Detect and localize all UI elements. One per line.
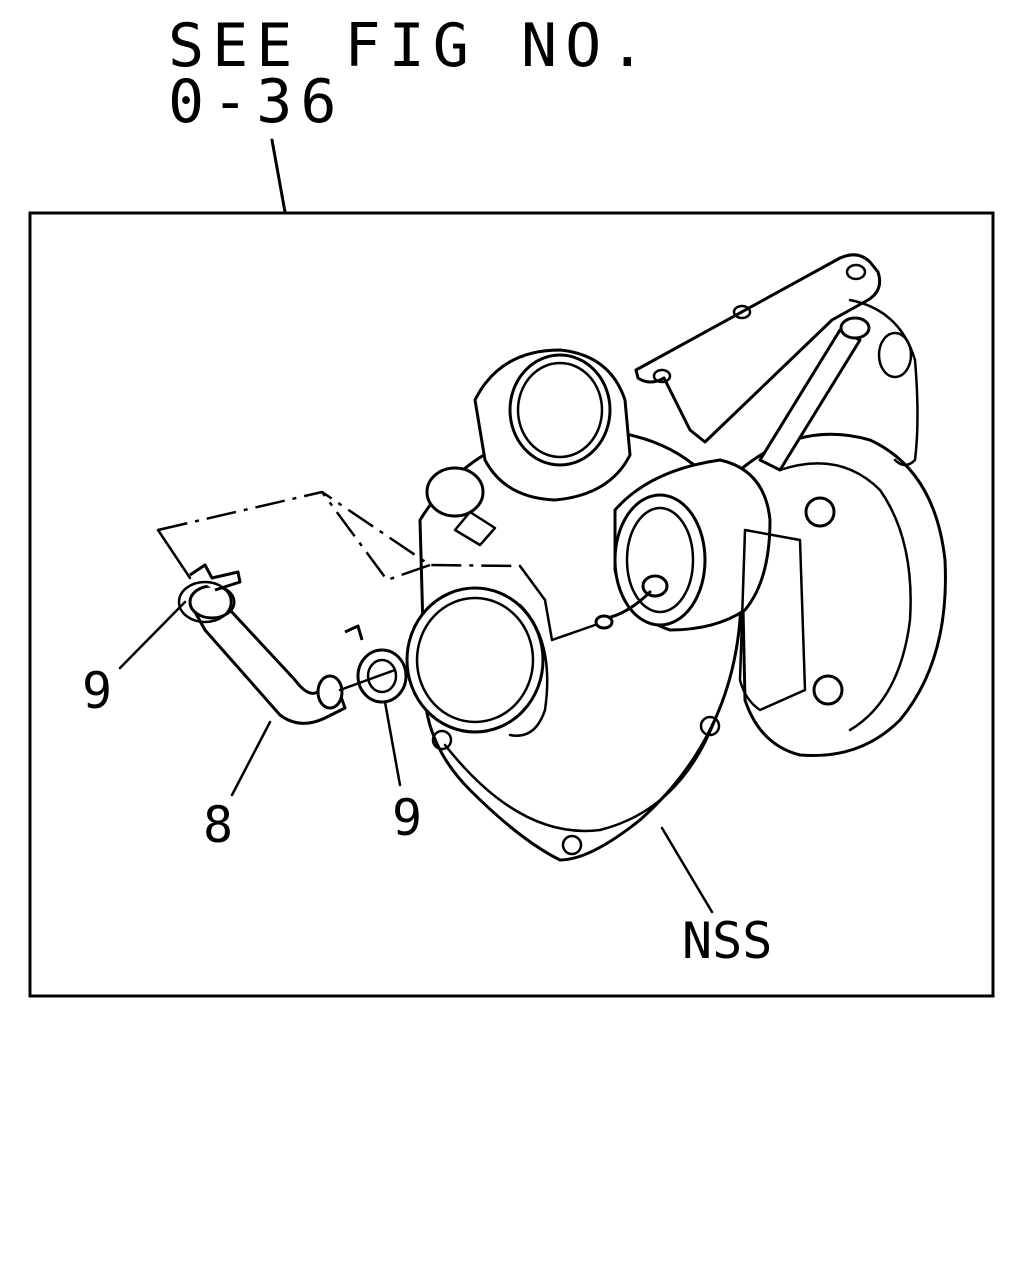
leader-turbocharger: [660, 826, 714, 914]
actuator-nipple: [641, 574, 669, 598]
callout-clip-left: 9: [82, 662, 112, 720]
leader-clip-right: [383, 700, 402, 787]
actuator-face-ring: [625, 506, 695, 614]
clip-tab: [189, 563, 242, 592]
outlet-hole: [877, 331, 913, 379]
outlet-opening: [508, 353, 612, 467]
reference-leader-line: [270, 138, 287, 214]
routing-dashed-line: [157, 490, 521, 582]
fig-number-text: 0-36: [168, 67, 345, 137]
inlet-depth: [508, 603, 549, 737]
outlet-opening-inner: [516, 361, 604, 459]
bracket-hole: [652, 368, 672, 384]
turbine-housing: [738, 432, 947, 758]
compressor-flange-edge: [443, 718, 717, 833]
callout-turbocharger: NSS: [682, 912, 772, 970]
exhaust-outlet-flange: [848, 298, 919, 467]
bracket-hole: [845, 263, 867, 281]
mounting-bolt: [804, 496, 836, 528]
turbine-housing-contour: [778, 462, 912, 732]
clip-band-inner: [366, 658, 398, 694]
hose-clip-left: [177, 563, 242, 624]
hose-clip-right: [344, 624, 408, 704]
routing-branch: [156, 528, 192, 580]
see-fig-text: SEE FIG NO.: [168, 11, 653, 81]
vacuum-line: [606, 590, 652, 620]
diagram-frame: [28, 211, 995, 998]
mounting-bracket: [634, 253, 882, 444]
clip-tab: [344, 624, 364, 641]
routing-connector: [518, 564, 597, 642]
leader-clip-left: [118, 600, 187, 670]
turbocharger-drawing: [405, 253, 947, 862]
rod-end: [839, 316, 871, 340]
mounting-bolt: [812, 674, 844, 706]
hose-to-clip-line: [338, 668, 397, 692]
fitting-body: [453, 510, 497, 547]
actuator-face: [613, 493, 707, 627]
water-hose: [188, 584, 347, 725]
compressor-inlet: [405, 586, 545, 734]
vacuum-line-end: [594, 614, 614, 630]
flange-hole: [431, 729, 453, 751]
wastegate-rod: [758, 328, 862, 472]
callout-hose: 8: [203, 796, 233, 854]
bracket-hole: [732, 304, 752, 320]
center-plate: [738, 528, 807, 712]
flange-hole: [561, 834, 583, 856]
hose-end-right: [316, 674, 344, 710]
leader-hose: [230, 720, 272, 797]
fitting-cap: [425, 466, 485, 518]
flange-hole: [699, 715, 721, 737]
clip-band: [177, 580, 233, 624]
callout-clip-right: 9: [392, 789, 422, 847]
compressor-inlet-inner: [415, 596, 535, 724]
